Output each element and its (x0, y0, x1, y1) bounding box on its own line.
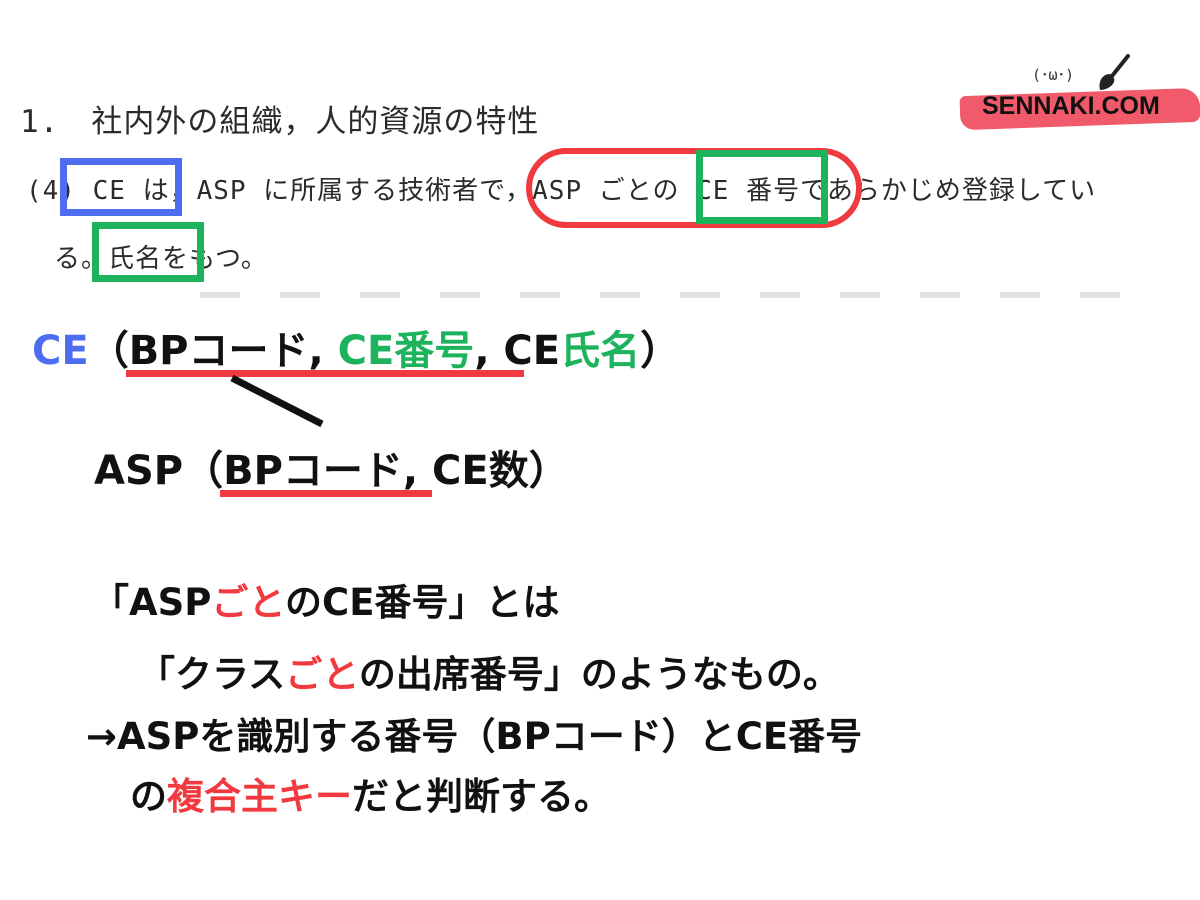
relation-asp-rest: , CE数） (402, 448, 569, 494)
logo-text: SENNAKI.COM (982, 92, 1160, 120)
highlight-green-name (92, 222, 204, 282)
explanation-line-1-a: 「ASP (92, 581, 212, 624)
relation-ce-sep1: , (308, 328, 338, 374)
highlight-red-asp-ce-number (526, 148, 862, 228)
scan-line-2: る。氏名をもつ。 (54, 244, 268, 274)
explanation-line-2-c: の出席番号」のようなもの。 (358, 653, 840, 696)
highlight-green-ce-number (696, 150, 828, 224)
relation-asp-open: （ (183, 448, 224, 494)
relation-ce-name: CE (32, 328, 89, 374)
relation-ce-bp-code: BPコード (128, 328, 309, 374)
scan-faded-line (200, 292, 1120, 298)
explanation-line-4-highlight: 複合主キー (167, 775, 352, 818)
explanation-line-4-a: の (130, 775, 167, 818)
relation-ce-open: （ (88, 328, 129, 374)
relation-asp: ASP（BPコード, CE数） (94, 438, 569, 496)
logo-face: (･ω･) (1032, 66, 1075, 84)
paintbrush-icon (1099, 54, 1130, 90)
explanation-line-1: 「ASPごとのCE番号」とは (92, 572, 559, 626)
explanation-line-4: の複合主キーだと判断する。 (130, 766, 611, 820)
explanation-line-1-c: のCE番号」とは (285, 581, 560, 624)
foreign-key-connector (230, 374, 324, 428)
relation-ce-sep2: , CE (474, 328, 561, 374)
explanation-line-2-a: 「クラス (138, 653, 286, 696)
explanation-line-4-c: だと判断する。 (352, 775, 611, 818)
relation-ce: CE（BPコード, CE番号, CE氏名） (32, 318, 680, 376)
relation-asp-bp-code: BPコード (223, 448, 403, 494)
relation-ce-ce-number: CE番号 (337, 328, 475, 374)
scan-title: 1. 社内外の組織，人的資源の特性 (20, 104, 540, 140)
explanation-line-2: 「クラスごとの出席番号」のようなもの。 (138, 644, 840, 698)
highlight-blue-ce (60, 158, 182, 216)
explanation-line-3: →ASPを識別する番号（BPコード）とCE番号 (86, 715, 863, 758)
explanation-line-1-highlight: ごと (211, 581, 286, 624)
underline-primary-key-asp (220, 490, 432, 497)
relation-ce-name-attr: 氏名 (560, 328, 641, 374)
relation-asp-name: ASP (94, 448, 184, 494)
explanation-line-2-highlight: ごと (285, 653, 359, 696)
relation-ce-close: ） (640, 328, 681, 374)
underline-composite-key-ce (126, 370, 524, 377)
